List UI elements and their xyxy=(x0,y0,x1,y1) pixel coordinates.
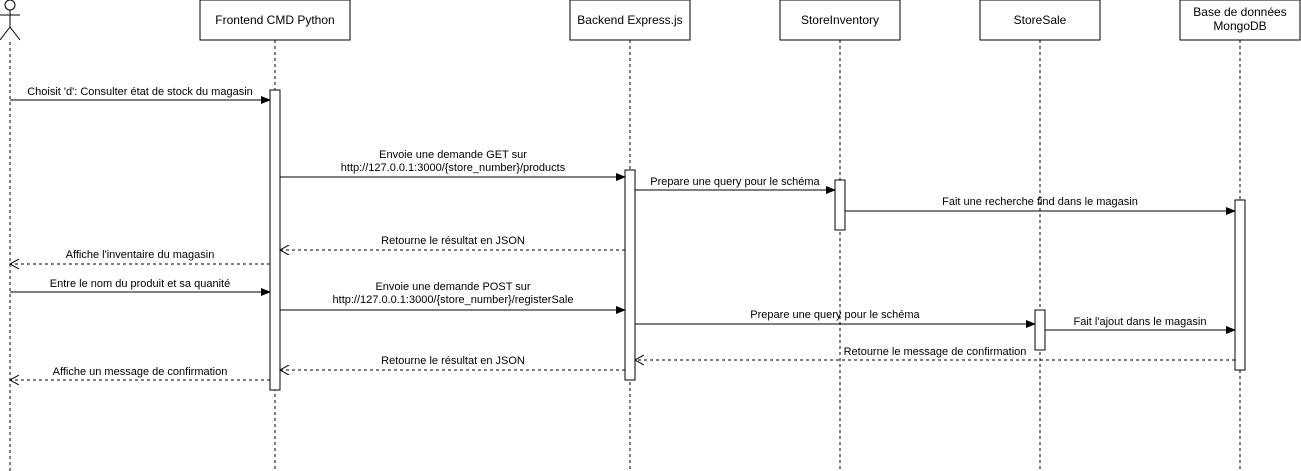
participant-backend: Backend Express.js xyxy=(569,0,691,41)
message-label: Choisit 'd': Consulter état de stock du … xyxy=(27,86,253,98)
activation-sale xyxy=(1034,309,1046,351)
participant-sale: StoreSale xyxy=(979,0,1101,41)
message-label: Affiche l'inventaire du magasin xyxy=(66,249,215,261)
actor-icon xyxy=(0,0,21,41)
activation-frontend xyxy=(269,89,281,391)
message-label: Entre le nom du produit et sa quanité xyxy=(50,278,230,290)
participant-label: Backend Express.js xyxy=(577,13,682,27)
participant-frontend: Frontend CMD Python xyxy=(199,0,351,41)
message-label: Affiche un message de confirmation xyxy=(53,366,228,378)
participant-inventory: StoreInventory xyxy=(779,0,901,41)
activation-inventory xyxy=(834,179,846,231)
activation-db xyxy=(1234,199,1246,371)
participant-label: StoreInventory xyxy=(801,13,879,27)
message-label: Retourne le résultat en JSON xyxy=(381,355,525,367)
participant-label: StoreSale xyxy=(1014,13,1067,27)
activation-backend xyxy=(624,169,636,381)
messages: Choisit 'd': Consulter état de stock du … xyxy=(10,86,1236,380)
message-label: Retourne le résultat en JSON xyxy=(381,235,525,247)
message-label: Prepare une query pour le schéma xyxy=(650,176,820,188)
message-label: Retourne le message de confirmation xyxy=(844,346,1027,358)
participant-label: Frontend CMD Python xyxy=(215,13,334,27)
message-label: Fait l'ajout dans le magasin xyxy=(1074,316,1207,328)
message-label: Prepare une query pour le schéma xyxy=(750,309,920,321)
message-label: Fait une recherche find dans le magasin xyxy=(942,196,1138,208)
activations xyxy=(269,89,1246,391)
